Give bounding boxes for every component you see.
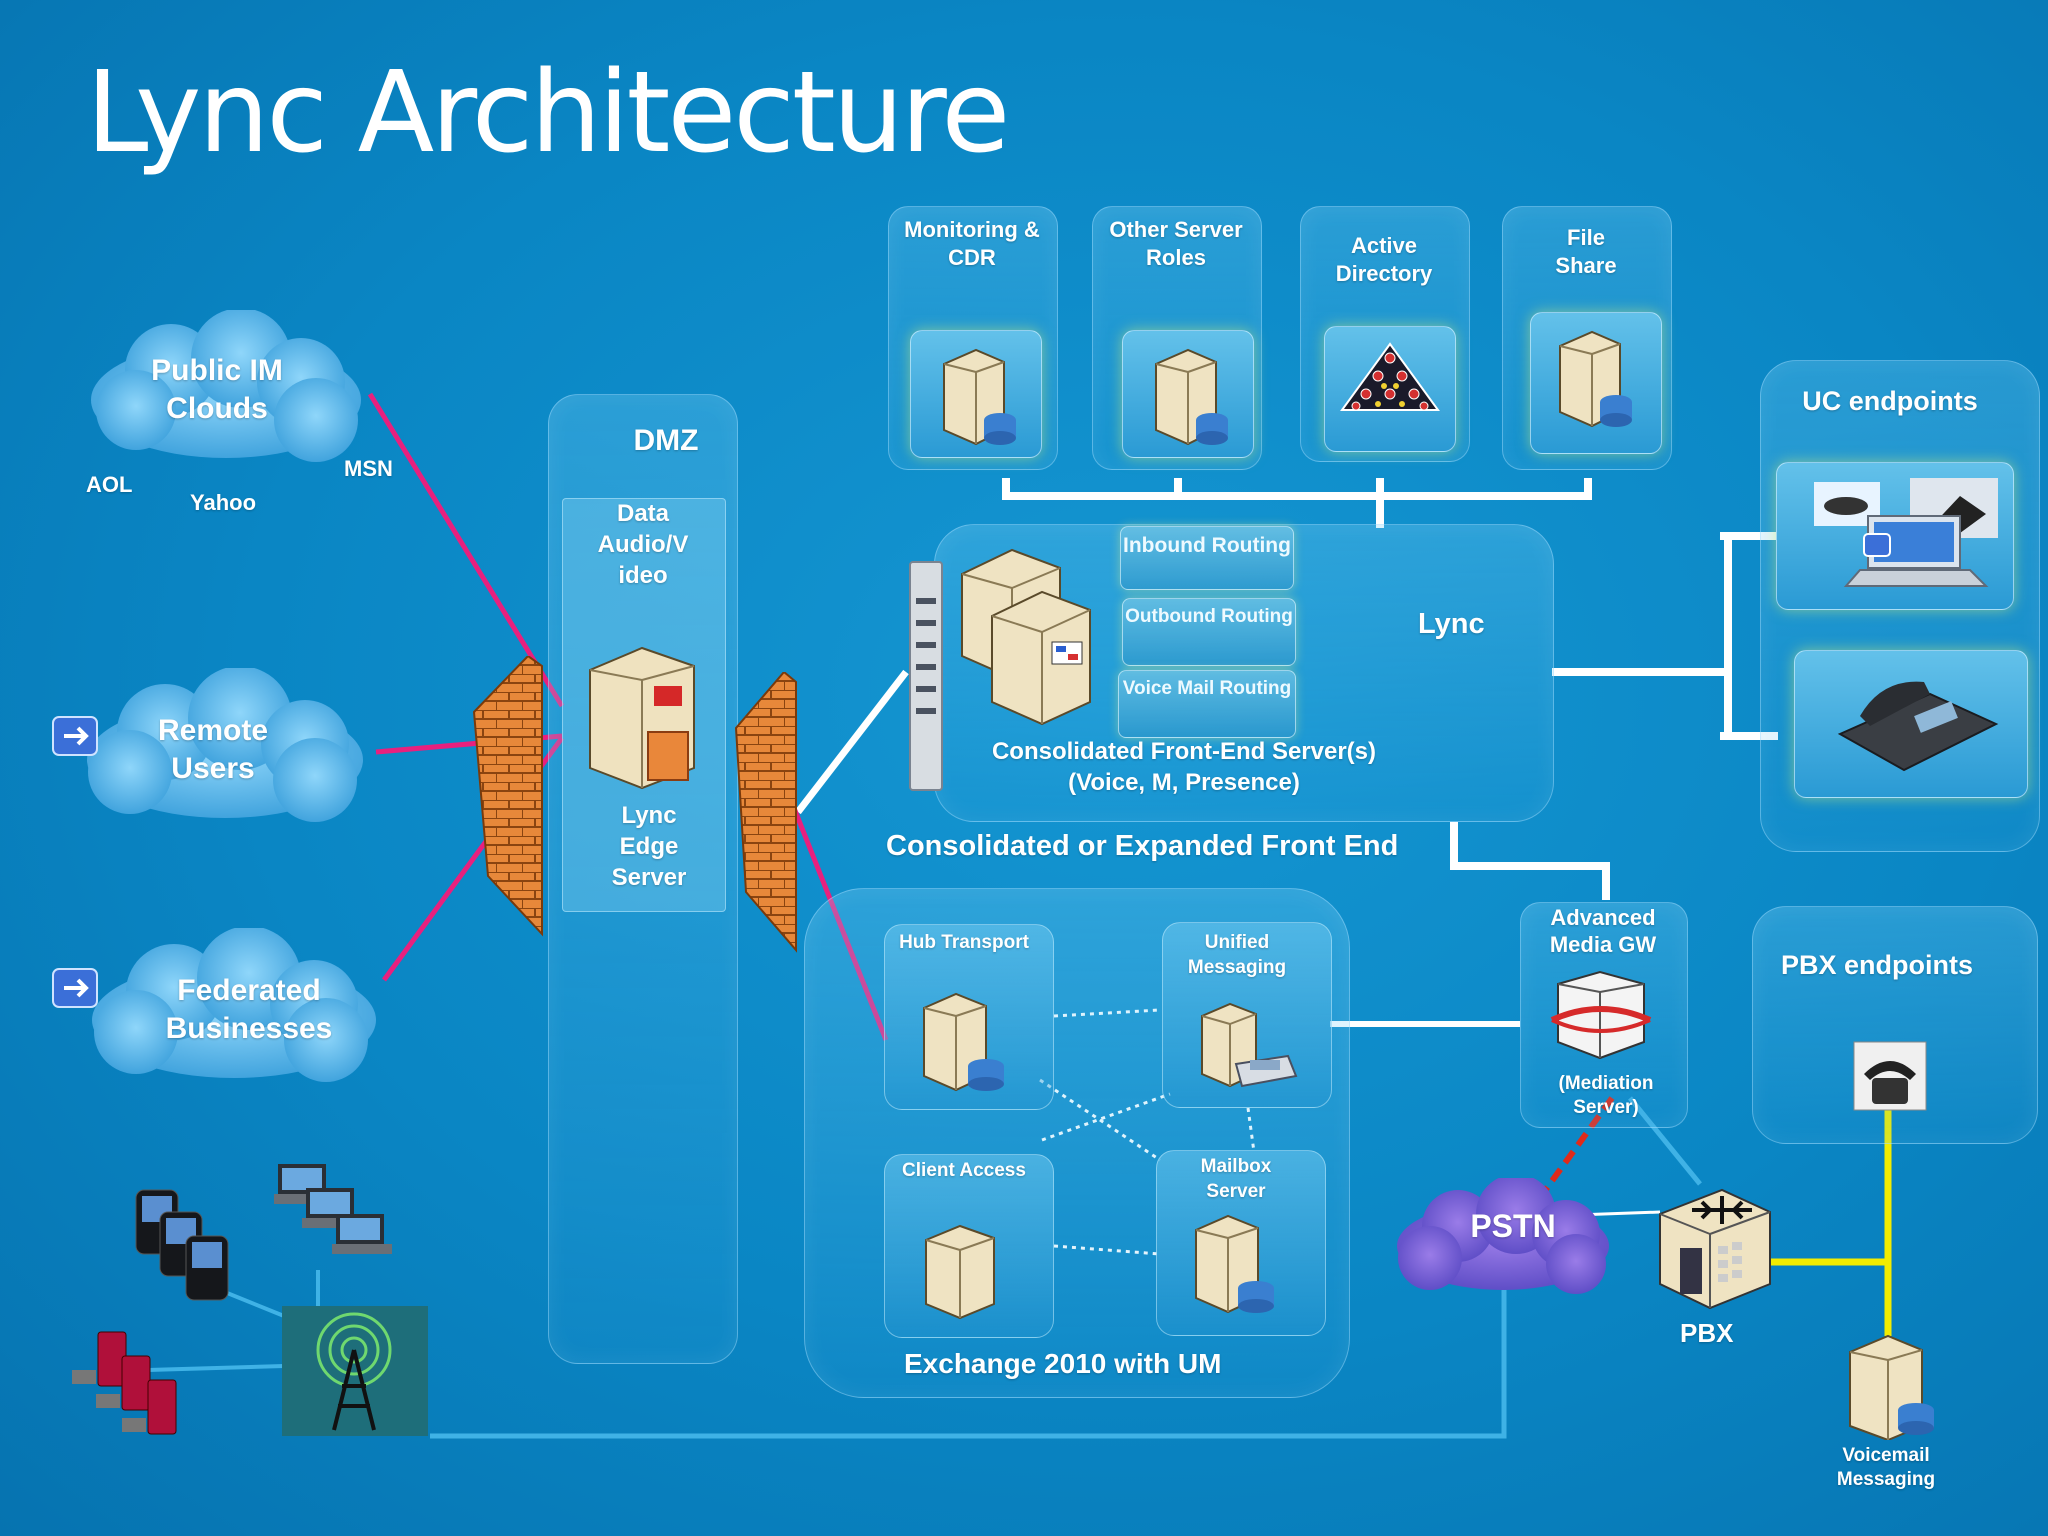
server-bus-line — [1002, 478, 1592, 528]
lync-logo-icon — [52, 716, 98, 756]
remote-users-cloud — [87, 668, 363, 822]
edge-frontend-line — [795, 669, 909, 815]
lync-gateway-line — [1450, 822, 1610, 900]
edge-server-label: Lync Edge Server — [611, 802, 687, 891]
smartphones-icon — [135, 1189, 229, 1301]
hub-server-icon — [923, 992, 1004, 1092]
hub-transport-label: Hub Transport — [899, 932, 1029, 953]
media-gateway-icon — [1550, 970, 1652, 1060]
pstn-cloud — [1397, 1178, 1609, 1294]
yahoo-label: Yahoo — [190, 490, 257, 515]
active-directory-icon — [1340, 342, 1440, 411]
voicemail-label: Voicemail Messaging — [1836, 1445, 1936, 1490]
mediation-server-label: (Mediation Server) — [1558, 1073, 1654, 1118]
public-im-label: Public IM Clouds — [151, 354, 283, 425]
rack-switch-icon — [909, 561, 943, 791]
pbx-endpoints-title: PBX endpoints — [1780, 950, 1973, 980]
unified-messaging-label: Unified Messaging — [1187, 932, 1287, 978]
exchange-caption: Exchange 2010 with UM — [904, 1348, 1222, 1379]
media-gateway-title: Advanced Media GW — [1549, 905, 1657, 957]
dmz-panel — [548, 394, 738, 1364]
lync-uc-line — [1552, 532, 1778, 740]
monitoring-label: Monitoring & CDR — [904, 217, 1040, 270]
mailbox-server-label: Mailbox Server — [1200, 1156, 1272, 1202]
frontend-label: Consolidated Front-End Server(s) (Voice,… — [991, 738, 1377, 796]
data-audio-video-label: Data Audio/V ideo — [597, 500, 689, 589]
client-access-label: Client Access — [902, 1160, 1026, 1181]
file-share-label: File Share — [1555, 225, 1617, 278]
gateway-pstn-link — [1541, 1096, 1615, 1194]
federated-label: Federated Businesses — [165, 974, 333, 1045]
edge-server-icon — [589, 646, 695, 790]
inbound-routing-box: Inbound Routing — [1120, 526, 1294, 590]
firewall-right-icon — [734, 672, 797, 953]
page-title: Lync Architecture — [86, 48, 1010, 178]
lync-label: Lync — [1418, 608, 1485, 640]
other-roles-server-icon — [1155, 348, 1228, 446]
pstn-label: PSTN — [1470, 1208, 1556, 1244]
lync-logo-icon — [52, 968, 98, 1008]
wireless-pstn-line — [430, 1290, 1507, 1439]
outbound-routing-box: Outbound Routing — [1122, 598, 1296, 666]
file-share-server-icon — [1559, 330, 1632, 428]
remote-users-label: Remote Users — [157, 714, 269, 785]
pbx-endpoint-line — [1758, 1108, 1892, 1336]
voicemail-server-icon — [1849, 1334, 1934, 1440]
federated-cloud — [92, 928, 376, 1082]
msn-label: MSN — [344, 456, 393, 481]
mailbox-server-icon — [1195, 1214, 1274, 1314]
uc-devices-icon — [1814, 478, 1998, 587]
gateway-pbx-line — [1628, 1096, 1702, 1186]
voicemail-routing-box: Voice Mail Routing — [1118, 670, 1296, 738]
ip-phone-icon — [1837, 681, 1999, 772]
dmz-title: DMZ — [633, 424, 699, 457]
uc-endpoints-title: UC endpoints — [1802, 386, 1978, 416]
cas-server-icon — [925, 1224, 995, 1320]
public-im-cloud — [91, 310, 361, 462]
handheld-devices-icon — [274, 1164, 392, 1254]
pbx-label: PBX — [1680, 1318, 1734, 1348]
analog-phone-icon — [1853, 1041, 1927, 1111]
wireless-tower-icon — [282, 1306, 428, 1436]
firewall-left-icon — [472, 656, 543, 937]
um-server-icon — [1201, 1002, 1298, 1088]
pbx-switch-icon — [1659, 1188, 1771, 1310]
frontend-caption: Consolidated or Expanded Front End — [886, 830, 1399, 862]
other-roles-label: Other Server Roles — [1109, 217, 1243, 270]
exchange-dotted-links — [1039, 1008, 1256, 1256]
mobile-phones-icon — [72, 1331, 177, 1435]
active-directory-label: Active Directory — [1335, 233, 1433, 286]
aol-label: AOL — [86, 472, 133, 497]
monitoring-server-icon — [943, 348, 1016, 446]
frontend-servers-icon — [961, 548, 1091, 726]
